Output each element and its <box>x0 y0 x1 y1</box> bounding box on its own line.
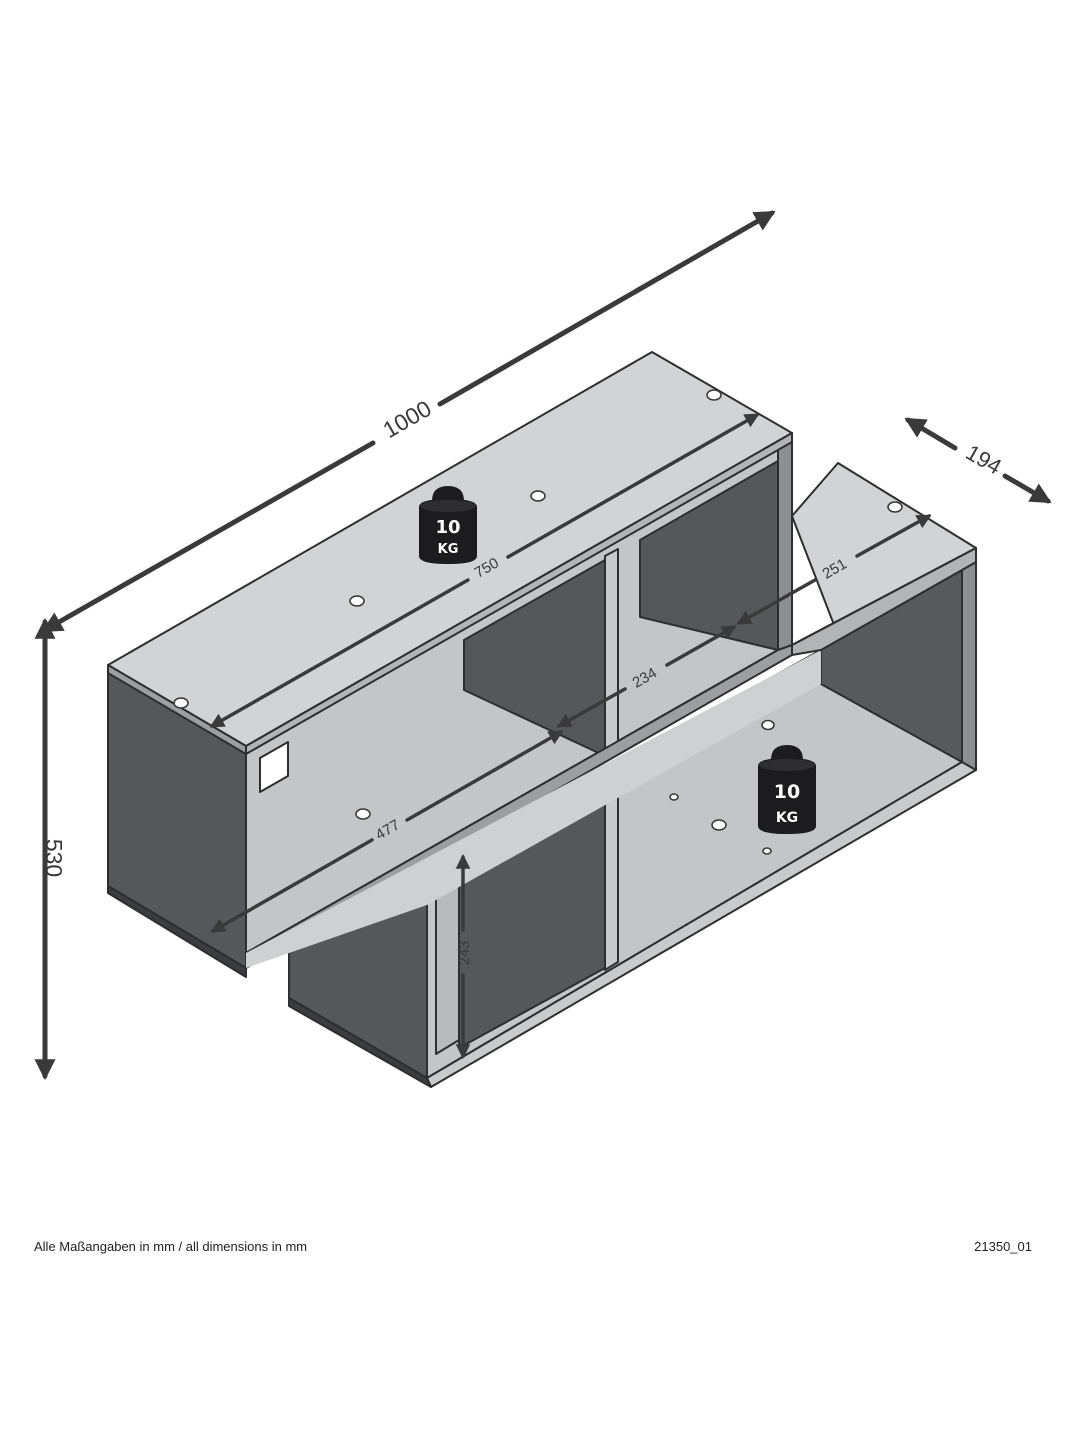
dimension-line-194-b <box>1002 473 1052 504</box>
article-number: 21350_01 <box>974 1239 1032 1254</box>
label-total-width: 1000 <box>378 395 435 443</box>
weight-value: 10 <box>774 781 800 803</box>
label-compartment-height: 243 <box>456 940 473 965</box>
weight-unit: KG <box>776 810 798 826</box>
dimension-line-1000-b <box>437 210 776 407</box>
dimensions-note: Alle Maßangaben in mm / all dimensions i… <box>34 1239 308 1254</box>
dimension-line-251-b <box>855 514 932 558</box>
dimension-line-234 <box>556 687 627 728</box>
dimension-line-194 <box>904 417 958 451</box>
dowel-holes <box>173 389 903 855</box>
dimension-line-477-b <box>405 730 564 822</box>
label-total-height: 530 <box>41 839 67 877</box>
weight-unit: KG <box>438 542 459 557</box>
dimension-line-1000 <box>41 440 376 633</box>
weight-icon: 10 KG <box>758 745 816 834</box>
dimension-line-251 <box>736 578 817 625</box>
weight-value: 10 <box>435 517 460 538</box>
dimension-line-234-b <box>665 625 737 667</box>
weight-icon: 10 KG <box>419 486 477 564</box>
label-depth: 194 <box>962 439 1006 479</box>
dimension-line-750 <box>209 578 470 728</box>
middle-board <box>246 462 977 968</box>
dimension-line-477 <box>210 838 374 933</box>
dimension-line-750-b <box>506 413 760 559</box>
